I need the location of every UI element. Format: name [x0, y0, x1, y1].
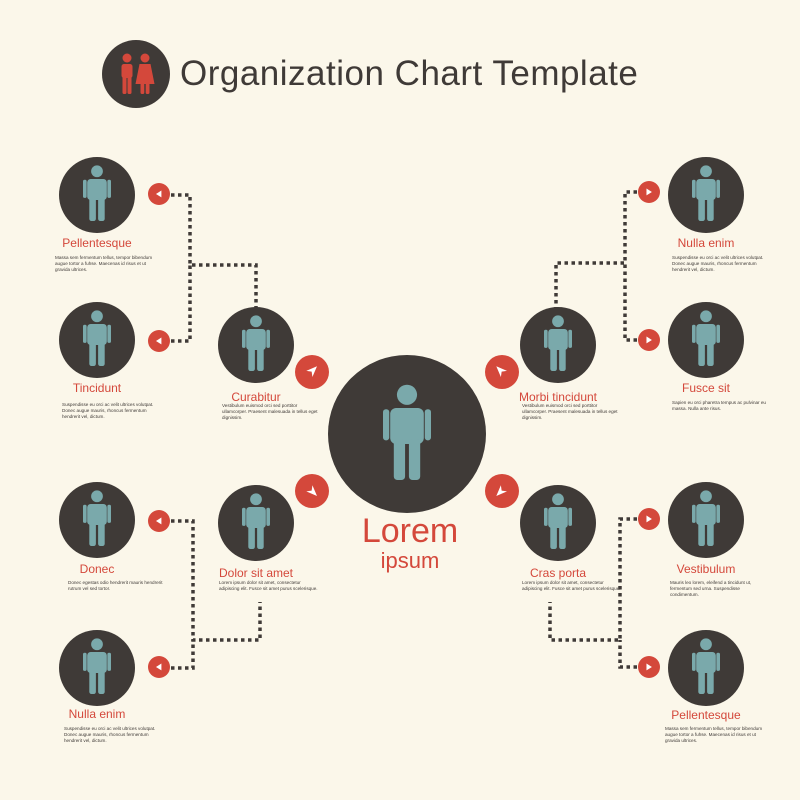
person-icon [544, 492, 572, 554]
node-n-tincidunt [59, 302, 135, 378]
node-description: Vestibulum euismod orci sed porttitor ul… [222, 403, 318, 421]
person-icon [83, 637, 111, 699]
node-n-pellentesque-tl [59, 157, 135, 233]
node-label: Pellentesque [671, 708, 741, 722]
node-description: Vestibulum euismod orci sed porttitor ul… [522, 403, 618, 421]
node-description: Lorem ipsum dolor sit amet, consectetur … [522, 580, 621, 592]
arrow-left-icon [148, 510, 170, 532]
node-n-cras-porta [520, 485, 596, 561]
node-label: Morbi tincidunt [518, 390, 598, 404]
person-icon [242, 314, 270, 376]
person-icon [692, 637, 720, 699]
node-description: Suspendisse eu orci ac velit ultrices vo… [672, 255, 764, 273]
person-icon [692, 164, 720, 226]
arrow-right-icon [638, 656, 660, 678]
person-icon [83, 164, 111, 226]
node-n-dolor-sit-amet [218, 485, 294, 561]
node-description: Massa sem fermentum tellus, tempor biben… [665, 726, 763, 744]
node-description: Mauris leo lorem, eleifend a tincidunt u… [670, 580, 752, 598]
node-label: Curabitur [231, 390, 281, 404]
node-n-nulla-enim-tr [668, 157, 744, 233]
node-n-morbi-tincidunt [520, 307, 596, 383]
node-description: Donec egestas odio hendrerit mauris hend… [68, 580, 163, 592]
node-n-vestibulum [668, 482, 744, 558]
person-icon [692, 309, 720, 371]
connector-line [623, 263, 637, 342]
node-label: Tincidunt [72, 381, 122, 395]
arrow-left-icon [148, 656, 170, 678]
center-label-line2: ipsum [380, 548, 440, 573]
node-label: Vestibulum [676, 562, 736, 576]
node-description: Lorem ipsum dolor sit amet, consectetur … [219, 580, 318, 592]
arrow-left-icon [148, 330, 170, 352]
connector-line [171, 193, 258, 310]
node-n-donec [59, 482, 135, 558]
arrow-nw-icon [485, 355, 519, 389]
connector-line [171, 265, 192, 343]
couple-icon [102, 40, 170, 108]
center-label-line1: Lorem [361, 512, 459, 550]
node-label: Nulla enim [68, 707, 126, 721]
node-description: Suspendisse eu orci ac velit ultrices vo… [62, 402, 154, 420]
node-description: Suspendisse eu orci ac velit ultrices vo… [64, 726, 156, 744]
node-n-fusce-sit [668, 302, 744, 378]
node-description: Massa sem fermentum tellus, tempor biben… [55, 255, 153, 273]
node-label: Nulla enim [677, 236, 735, 250]
arrow-right-icon [638, 181, 660, 203]
node-label: Donec [79, 562, 115, 576]
node-label: Pellentesque [62, 236, 132, 250]
arrow-left-icon [148, 183, 170, 205]
person-icon [83, 489, 111, 551]
connector-line [618, 640, 637, 669]
page-title: Organization Chart Template [180, 54, 639, 93]
connector-line [554, 190, 637, 310]
person-icon [692, 489, 720, 551]
node-n-pellentesque-br [668, 630, 744, 706]
arrow-sw-icon [485, 474, 519, 508]
person-icon [544, 314, 572, 376]
node-n-curabitur [218, 307, 294, 383]
center-node [328, 355, 486, 513]
arrow-ne-icon [295, 355, 329, 389]
person-icon [242, 492, 270, 554]
arrow-right-icon [638, 508, 660, 530]
node-description: Sapien eu orci pharetra tempus ac pulvin… [672, 400, 766, 412]
person-icon [83, 309, 111, 371]
person-icon [383, 384, 431, 485]
title-bar: Organization Chart Template [102, 40, 638, 108]
center-label: Lorem ipsum [320, 514, 500, 572]
node-label: Dolor sit amet [218, 566, 294, 580]
node-label: Cras porta [529, 566, 587, 580]
arrow-se-icon [295, 474, 329, 508]
arrow-right-icon [638, 329, 660, 351]
connector-line [171, 640, 195, 670]
node-n-nulla-enim-bl [59, 630, 135, 706]
node-label: Fusce sit [681, 381, 730, 395]
